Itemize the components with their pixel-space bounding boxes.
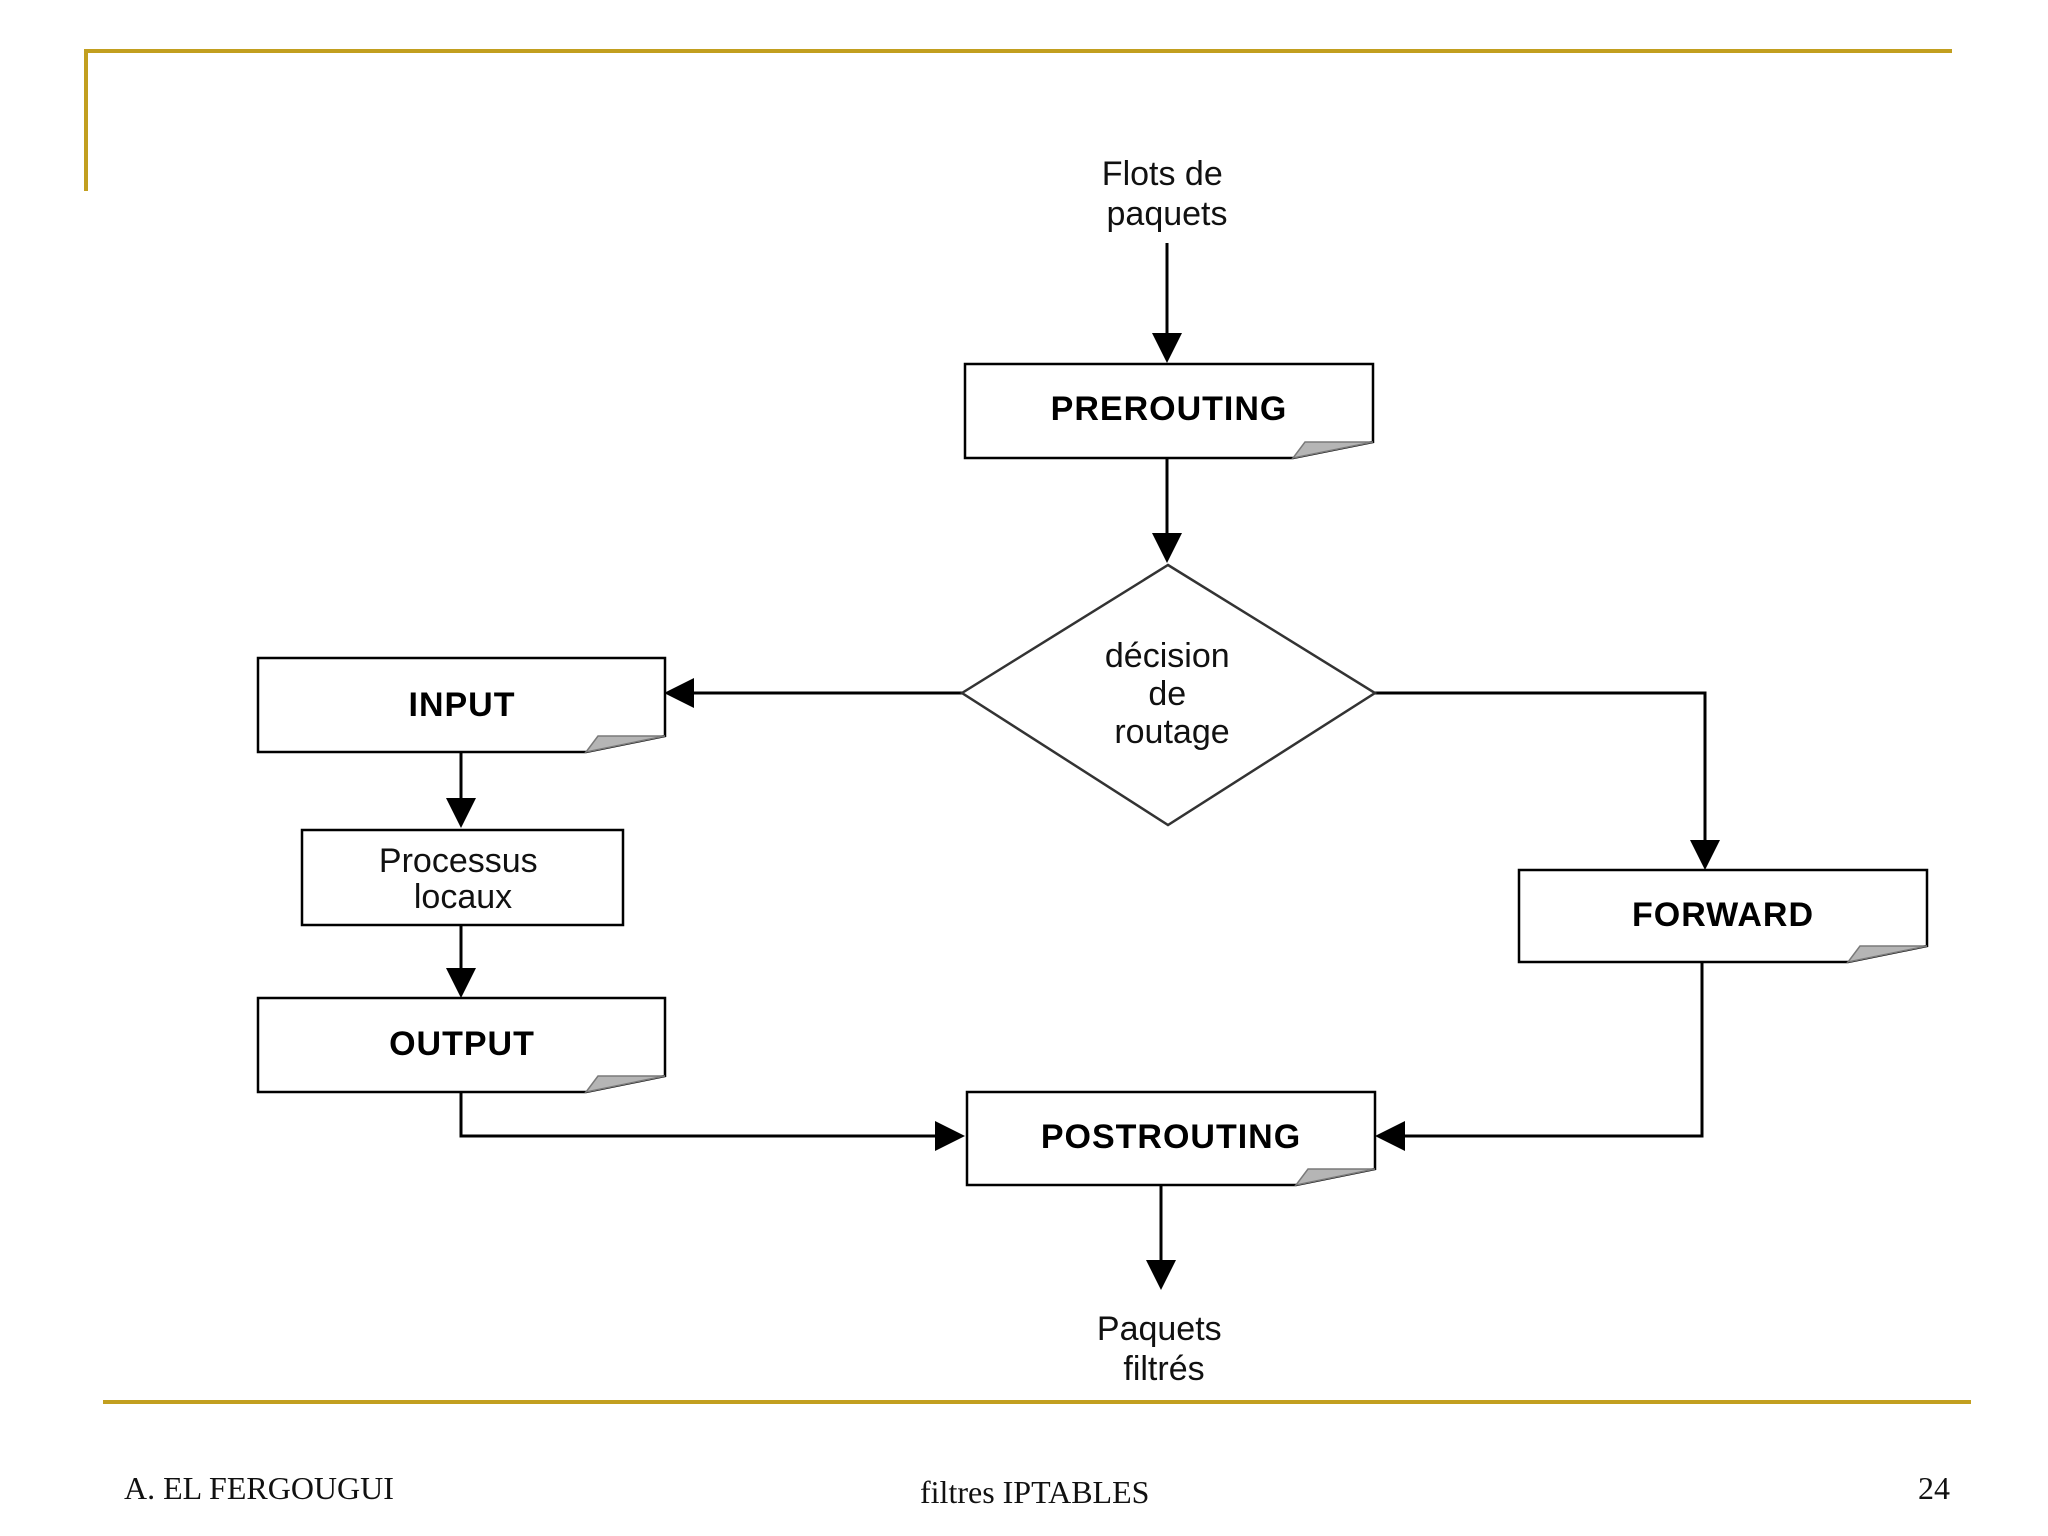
prerouting-fold bbox=[1291, 441, 1374, 460]
postrouting-chain: POSTROUTING bbox=[965, 1090, 1377, 1187]
footer-title: filtres IPTABLES bbox=[920, 1474, 1150, 1510]
forward-label: FORWARD bbox=[1632, 896, 1814, 934]
sink-label: Paquets filtrés bbox=[1097, 1310, 1231, 1388]
local-processes-label: Processus locaux bbox=[379, 842, 547, 916]
input-fold bbox=[584, 735, 666, 754]
postrouting-fold bbox=[1294, 1168, 1376, 1187]
input-label: INPUT bbox=[409, 686, 516, 724]
footer-rule bbox=[103, 1400, 1971, 1404]
arrow-decision-to-forward bbox=[1375, 691, 1720, 870]
output-label: OUTPUT bbox=[389, 1025, 535, 1063]
prerouting-chain: PREROUTING bbox=[963, 362, 1375, 460]
prerouting-label: PREROUTING bbox=[1051, 390, 1288, 428]
forward-fold bbox=[1846, 945, 1928, 964]
postrouting-label: POSTROUTING bbox=[1041, 1118, 1301, 1156]
forward-chain: FORWARD bbox=[1517, 868, 1929, 964]
output-chain: OUTPUT bbox=[256, 996, 667, 1094]
input-chain: INPUT bbox=[256, 656, 667, 754]
routing-decision: décision de routage bbox=[959, 563, 1378, 827]
source-label: Flots de paquets bbox=[1102, 155, 1232, 233]
footer-author: A. EL FERGOUGUI bbox=[124, 1470, 394, 1506]
arrow-forward-to-postrouting bbox=[1375, 962, 1704, 1151]
slide-top-rule bbox=[84, 49, 1952, 53]
arrow-output-to-postrouting bbox=[459, 1092, 965, 1151]
page-number: 24 bbox=[1918, 1470, 1950, 1506]
routing-decision-label: décision de routage bbox=[1105, 637, 1239, 751]
local-processes: Processus locaux bbox=[300, 828, 625, 927]
output-fold bbox=[584, 1075, 666, 1094]
slide-left-rule bbox=[84, 49, 88, 191]
